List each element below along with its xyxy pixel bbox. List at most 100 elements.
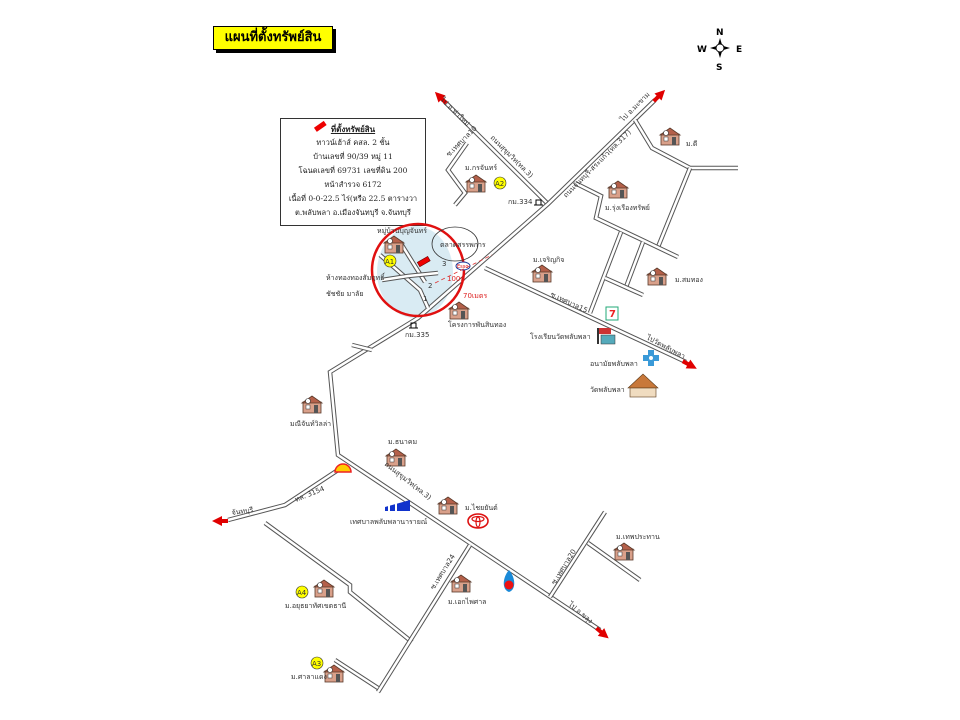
- road: [548, 511, 607, 598]
- label-theppratan: ม.เทพประทาน: [616, 533, 660, 541]
- label-n2: 2: [428, 282, 432, 290]
- label-phansinthong: โครงการพันสินทอง: [448, 320, 506, 329]
- road: [351, 343, 373, 352]
- road: [376, 544, 472, 693]
- info-heading: ที่ตั้งทรัพย์สิน: [330, 124, 376, 134]
- road-network: [227, 98, 738, 694]
- label-charoenkit: ม.เจริญกิจ: [533, 256, 564, 264]
- svg-text:A2: A2: [495, 180, 504, 188]
- marker-a2: A2: [493, 176, 507, 190]
- house-icon: [437, 496, 459, 515]
- label-kor-chan: ม.กรจันทร์: [465, 164, 497, 172]
- label-somthong: ม.สมทอง: [675, 276, 703, 284]
- marker-a1: A1: [383, 254, 397, 268]
- road: [381, 271, 439, 282]
- road: [574, 181, 679, 259]
- label-sala: ม.ศาลาแดง: [291, 673, 327, 681]
- seven-eleven-icon: 7: [605, 306, 619, 321]
- municipality-icon: [385, 500, 410, 511]
- compass-w: W: [697, 45, 707, 55]
- svg-text:A1: A1: [385, 258, 394, 266]
- road: [446, 142, 469, 206]
- marker-a4: A4: [295, 585, 309, 599]
- label-village-target: หมู่บ้านบุญจันทร์: [377, 227, 427, 235]
- house-icon: [448, 301, 470, 320]
- temple-icon: [627, 373, 659, 398]
- road-sukhumvit-south: ถนนสุขุมวิท(ทล.3): [383, 460, 433, 502]
- house-icon: [607, 180, 629, 199]
- info-line: ทาวน์เฮ้าส์ คสล. 2 ชั้น: [316, 138, 390, 147]
- info-line: หน้าสำรวจ 6172: [324, 180, 382, 189]
- house-icon: [313, 579, 335, 598]
- km-post-icon: [409, 322, 418, 329]
- label-manee: มณีจันท์วิลล่า: [290, 420, 331, 428]
- road: [633, 119, 738, 170]
- compass-s: S: [716, 63, 722, 73]
- km-post-icon: [534, 199, 543, 206]
- road: [604, 276, 644, 297]
- info-line: ต.พลับพลา อ.เมืองจันทบุรี จ.จันทบุรี: [295, 208, 411, 217]
- dir-tha-mai: ไป อ.ท่าใหม่: [438, 94, 472, 128]
- svg-text:7: 7: [609, 309, 616, 320]
- house-icon: [531, 264, 553, 283]
- label-market: ตลาดสรรพการ: [440, 241, 486, 249]
- svg-text:Esso: Esso: [457, 264, 468, 270]
- school-icon: [597, 328, 616, 345]
- road: [588, 231, 623, 314]
- compass-icon: N S W E: [697, 28, 742, 73]
- house-icon: [646, 267, 668, 286]
- label-ayothaya: ม.อยุธยาทัศเขตธานี: [285, 602, 346, 610]
- arrow-chanthaburi-icon: [212, 516, 228, 526]
- svg-text:A4: A4: [297, 589, 307, 597]
- info-line: โฉนดเลขที่ 69731 เลขที่ดิน 200: [298, 166, 408, 175]
- road: [264, 521, 413, 643]
- road-soi20: ซ.เทศบาล20: [550, 548, 578, 586]
- road-sukhumvit-north: ถนนสุขุมวิท(ทล.3): [489, 134, 535, 180]
- house-icon: [450, 574, 472, 593]
- house-icon: [323, 664, 345, 683]
- label-n1: 1: [423, 295, 427, 303]
- house-icon: [613, 542, 635, 561]
- label-n3: 3: [442, 260, 446, 268]
- label-km334: กม.334: [508, 198, 533, 206]
- info-line: บ้านเลขที่ 90/39 หมู่ 11: [313, 152, 393, 161]
- label-gold-shop: ห้างทองทองสัมฤทธิ์: [326, 272, 386, 282]
- label-dist70: 70เมตร: [463, 292, 487, 300]
- label-rungrueang: ม.รุ่งเรืองทรัพย์: [605, 204, 650, 212]
- compass-n: N: [716, 28, 724, 38]
- house-icon: [659, 127, 681, 146]
- property-info-box: ที่ตั้งทรัพย์สิน ทาวน์เฮ้าส์ คสล. 2 ชั้น…: [280, 118, 426, 226]
- compass-e: E: [736, 45, 742, 55]
- label-km335: กม.335: [405, 331, 429, 339]
- label-school: โรงเรียนวัดพลับพลา: [530, 332, 591, 341]
- house-icon: [465, 174, 487, 193]
- house-icon: [301, 395, 323, 414]
- label-dee: ม.ดี: [686, 140, 697, 148]
- road: [227, 468, 339, 522]
- shell-icon: [334, 463, 352, 473]
- road: [379, 254, 430, 309]
- road: [587, 541, 641, 582]
- legend-property-marker-icon: [313, 120, 327, 132]
- svg-text:A3: A3: [312, 660, 321, 668]
- label-municipality: เทศบาลพลับพลานารายณ์: [350, 518, 428, 526]
- label-dist100: 100ม: [447, 275, 465, 283]
- road: [328, 99, 656, 632]
- market-outline: [431, 226, 479, 262]
- map-title: แผนที่ตั้งทรัพย์สิน: [213, 26, 333, 50]
- road: [484, 266, 687, 364]
- road: [444, 101, 549, 205]
- road: [624, 241, 645, 288]
- label-temple: วัดพลับพลา: [590, 386, 625, 394]
- ptt-icon: [503, 570, 515, 592]
- label-thanakom: ม.ธนาคม: [388, 438, 417, 446]
- toyota-icon: [467, 513, 489, 529]
- label-ekphaisan: ม.เอกไพศาล: [448, 597, 486, 606]
- property-marker-icon: [416, 255, 431, 268]
- road: [656, 167, 692, 248]
- label-chaiyan: ม.ไชยยันต์: [465, 503, 498, 512]
- road: [334, 658, 379, 690]
- label-health: อนามัยพลับพลา: [590, 360, 638, 368]
- health-center-icon: [643, 350, 659, 366]
